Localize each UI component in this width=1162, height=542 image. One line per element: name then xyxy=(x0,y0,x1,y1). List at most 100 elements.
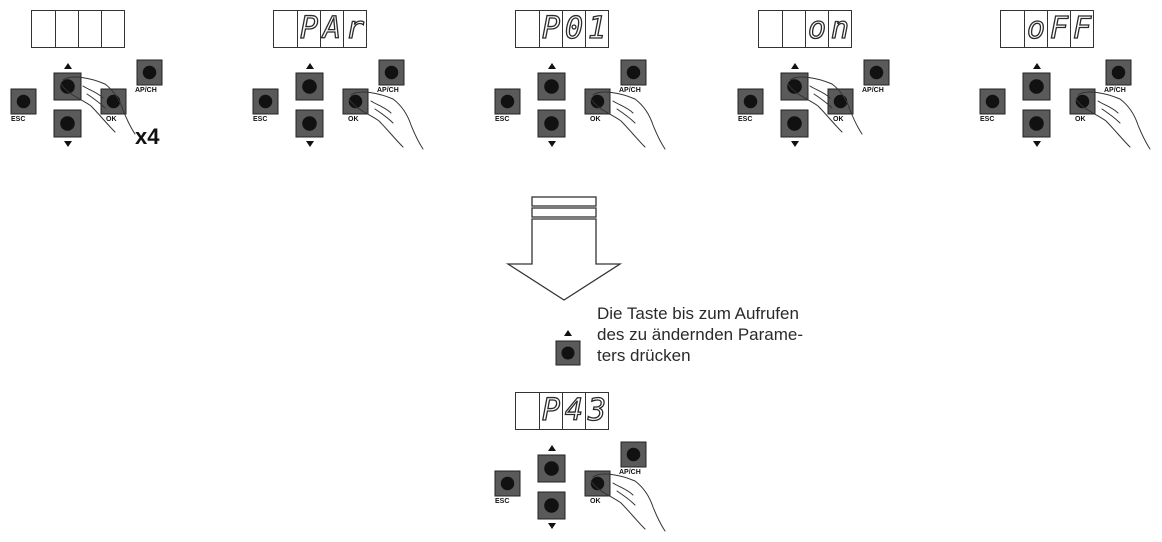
instruction-line-3: ters drücken xyxy=(597,346,691,365)
down-arrow-icon xyxy=(791,141,799,147)
keypad-2 xyxy=(252,59,424,150)
display-3: P 0 1 xyxy=(515,10,609,48)
up-arrow-icon xyxy=(548,445,556,451)
up-arrow-icon xyxy=(1033,63,1041,69)
pressing-hand-icon xyxy=(348,91,424,150)
up-button xyxy=(1022,72,1051,101)
pressing-hand-icon xyxy=(590,473,666,532)
display-6: P 4 3 xyxy=(515,392,609,430)
apch-label: AP/CH xyxy=(862,87,884,94)
esc-label: ESC xyxy=(495,116,510,123)
control-panel-6: P 4 3 ESC OK AP/CH xyxy=(494,392,666,542)
apch-button xyxy=(863,59,890,86)
display-5-digit-2: o xyxy=(1024,10,1047,47)
esc-button xyxy=(494,470,521,497)
esc-label: ESC xyxy=(11,116,26,123)
display-3-digit-4: 1 xyxy=(585,10,608,47)
up-button xyxy=(295,72,324,101)
display-1-digit-4 xyxy=(101,11,124,47)
press-count-label: x4 xyxy=(135,124,160,149)
arrow-shape xyxy=(505,218,623,301)
apch-label: AP/CH xyxy=(377,87,399,94)
down-arrow-icon xyxy=(548,523,556,529)
apch-button xyxy=(378,59,405,86)
display-2-digit-4: r xyxy=(343,10,366,47)
esc-button xyxy=(252,88,279,115)
keypad-3 xyxy=(494,59,666,150)
display-5-digit-1 xyxy=(1001,11,1024,47)
instruction-line-1: Die Taste bis zum Aufrufen xyxy=(597,304,799,323)
display-6-digit-1 xyxy=(516,393,539,429)
down-arrow-icon xyxy=(1033,141,1041,147)
esc-label: ESC xyxy=(495,498,510,505)
apch-label: AP/CH xyxy=(135,87,157,94)
display-1-digit-1 xyxy=(32,11,55,47)
keypad-4 xyxy=(737,59,890,147)
instruction-line-2: des zu ändernden Parame- xyxy=(597,325,804,344)
down-arrow-icon xyxy=(306,141,314,147)
esc-button xyxy=(737,88,764,115)
down-button xyxy=(295,109,324,138)
display-6-digit-3: 4 xyxy=(562,392,585,429)
down-button xyxy=(537,491,566,520)
display-6-digit-2: P xyxy=(539,392,562,429)
display-3-digit-2: P xyxy=(539,10,562,47)
display-6-digit-4: 3 xyxy=(585,392,608,429)
pressing-hand-icon xyxy=(787,76,863,135)
apch-button xyxy=(1105,59,1132,86)
display-5: o F F xyxy=(1000,10,1094,48)
ok-label: OK xyxy=(106,116,117,123)
ok-button xyxy=(100,88,127,115)
control-panel-4: o n ESC OK AP/CH xyxy=(737,10,908,160)
up-arrow-icon xyxy=(306,63,314,69)
down-button xyxy=(1022,109,1051,138)
display-3-digit-1 xyxy=(516,11,539,47)
esc-button xyxy=(10,88,37,115)
ok-label: OK xyxy=(590,498,601,505)
display-4-digit-2 xyxy=(782,11,805,47)
keypad-5 xyxy=(979,59,1151,150)
apch-button xyxy=(620,59,647,86)
up-button xyxy=(537,454,566,483)
display-5-digit-3: F xyxy=(1047,10,1070,47)
down-arrow-icon xyxy=(548,141,556,147)
display-3-digit-3: 0 xyxy=(562,10,585,47)
instruction-text: Die Taste bis zum Aufrufen des zu ändern… xyxy=(597,303,887,366)
apch-label: AP/CH xyxy=(619,469,641,476)
down-button xyxy=(537,109,566,138)
arrow-bar-middle xyxy=(531,207,597,218)
flow-arrow xyxy=(505,196,623,301)
display-2: P A r xyxy=(273,10,367,48)
display-1 xyxy=(31,10,125,48)
ok-label: OK xyxy=(590,116,601,123)
up-arrow-icon xyxy=(791,63,799,69)
ok-label: OK xyxy=(1075,116,1086,123)
apch-button xyxy=(620,441,647,468)
pressing-hand-icon xyxy=(590,91,666,150)
display-4-digit-3: o xyxy=(805,10,828,47)
display-5-digit-4: F xyxy=(1070,10,1093,47)
down-arrow-icon xyxy=(64,141,72,147)
ok-button xyxy=(827,88,854,115)
pressing-hand-icon xyxy=(1075,91,1151,150)
up-arrow-icon xyxy=(64,63,72,69)
up-button-icon xyxy=(555,330,581,366)
apch-label: AP/CH xyxy=(1104,87,1126,94)
display-4: o n xyxy=(758,10,852,48)
display-4-digit-4: n xyxy=(828,10,851,47)
down-button xyxy=(53,109,82,138)
up-arrow-icon xyxy=(564,330,572,336)
esc-label: ESC xyxy=(738,116,753,123)
display-2-digit-3: A xyxy=(320,10,343,47)
display-2-digit-1 xyxy=(274,11,297,47)
ok-label: OK xyxy=(833,116,844,123)
keypad-6 xyxy=(494,441,666,532)
pressing-hand-icon xyxy=(60,76,136,135)
arrow-bar-top xyxy=(531,196,597,207)
esc-button xyxy=(979,88,1006,115)
ok-button xyxy=(1069,88,1096,115)
esc-label: ESC xyxy=(253,116,268,123)
